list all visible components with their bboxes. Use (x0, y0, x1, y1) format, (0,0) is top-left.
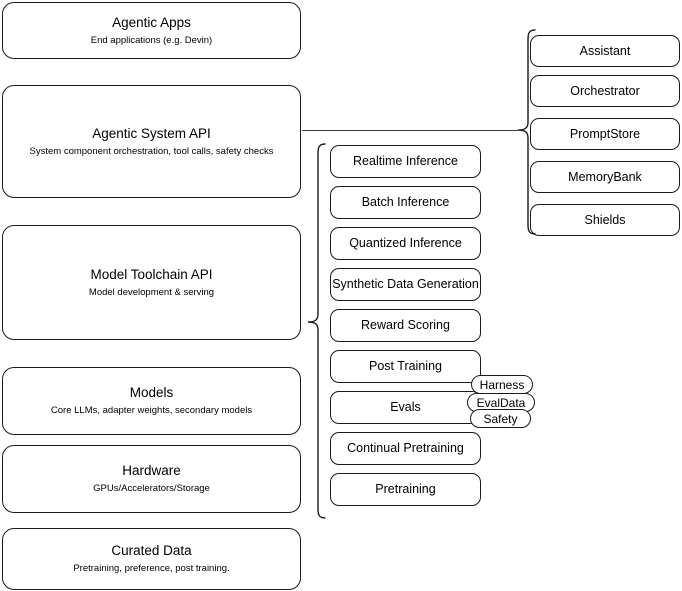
capability-evals[interactable]: Evals (330, 391, 481, 424)
component-assistant[interactable]: Assistant (530, 35, 680, 67)
component-label: Shields (584, 212, 626, 227)
layer-title: Agentic Apps (112, 14, 191, 30)
layer-title: Curated Data (111, 543, 192, 558)
component-memorybank[interactable]: MemoryBank (530, 161, 680, 193)
capability-label: Synthetic Data Generation (332, 277, 479, 291)
layer-title: Models (129, 385, 174, 400)
capability-label: Pretraining (375, 482, 436, 496)
layer-title: Agentic System API (92, 125, 211, 141)
agentic-system-connector-line (302, 130, 518, 131)
eval-pill-harness[interactable]: Harness (471, 375, 533, 394)
capability-post-training[interactable]: Post Training (330, 350, 481, 383)
layer-title: Hardware (122, 463, 181, 478)
layer-model-toolchain-api[interactable]: Model Toolchain API Model development & … (2, 225, 301, 340)
component-promptstore[interactable]: PromptStore (530, 118, 680, 150)
eval-pill-safety[interactable]: Safety (470, 409, 531, 428)
layer-subtitle: System component orchestration, tool cal… (29, 145, 274, 157)
agentic-components-brace (515, 28, 537, 236)
capability-label: Realtime Inference (353, 154, 458, 168)
layer-agentic-apps[interactable]: Agentic Apps End applications (e.g. Devi… (2, 2, 301, 59)
capability-continual-pretraining[interactable]: Continual Pretraining (330, 432, 481, 465)
layer-agentic-system-api[interactable]: Agentic System API System component orch… (2, 85, 301, 198)
layer-subtitle: Core LLMs, adapter weights, secondary mo… (50, 405, 253, 416)
layer-subtitle: Model development & serving (88, 286, 215, 298)
capability-reward-scoring[interactable]: Reward Scoring (330, 309, 481, 342)
capability-realtime-inference[interactable]: Realtime Inference (330, 145, 481, 178)
capability-label: Reward Scoring (361, 318, 450, 332)
capability-pretraining[interactable]: Pretraining (330, 473, 481, 506)
component-label: PromptStore (569, 126, 641, 141)
capability-label: Quantized Inference (349, 236, 462, 250)
toolchain-brace (305, 142, 327, 520)
eval-pill-label: EvalData (476, 395, 526, 410)
layer-curated-data[interactable]: Curated Data Pretraining, preference, po… (2, 528, 301, 590)
capability-label: Continual Pretraining (347, 441, 464, 455)
component-orchestrator[interactable]: Orchestrator (530, 75, 680, 107)
capability-batch-inference[interactable]: Batch Inference (330, 186, 481, 219)
component-label: Assistant (579, 43, 631, 58)
layer-title: Model Toolchain API (90, 266, 213, 282)
eval-pill-label: Safety (483, 411, 518, 426)
eval-pill-label: Harness (479, 377, 525, 392)
capability-synthetic-data-generation[interactable]: Synthetic Data Generation (330, 268, 481, 301)
component-label: MemoryBank (568, 169, 642, 184)
layer-subtitle: Pretraining, preference, post training. (73, 563, 230, 574)
layer-models[interactable]: Models Core LLMs, adapter weights, secon… (2, 367, 301, 435)
layer-subtitle: GPUs/Accelerators/Storage (93, 483, 210, 494)
capability-label: Batch Inference (361, 195, 450, 209)
layer-subtitle: End applications (e.g. Devin) (90, 34, 213, 46)
capability-label: Post Training (369, 359, 442, 373)
layer-hardware[interactable]: Hardware GPUs/Accelerators/Storage (2, 445, 301, 513)
component-label: Orchestrator (570, 83, 640, 98)
capability-quantized-inference[interactable]: Quantized Inference (330, 227, 481, 260)
component-shields[interactable]: Shields (530, 204, 680, 236)
capability-label: Evals (390, 400, 421, 414)
